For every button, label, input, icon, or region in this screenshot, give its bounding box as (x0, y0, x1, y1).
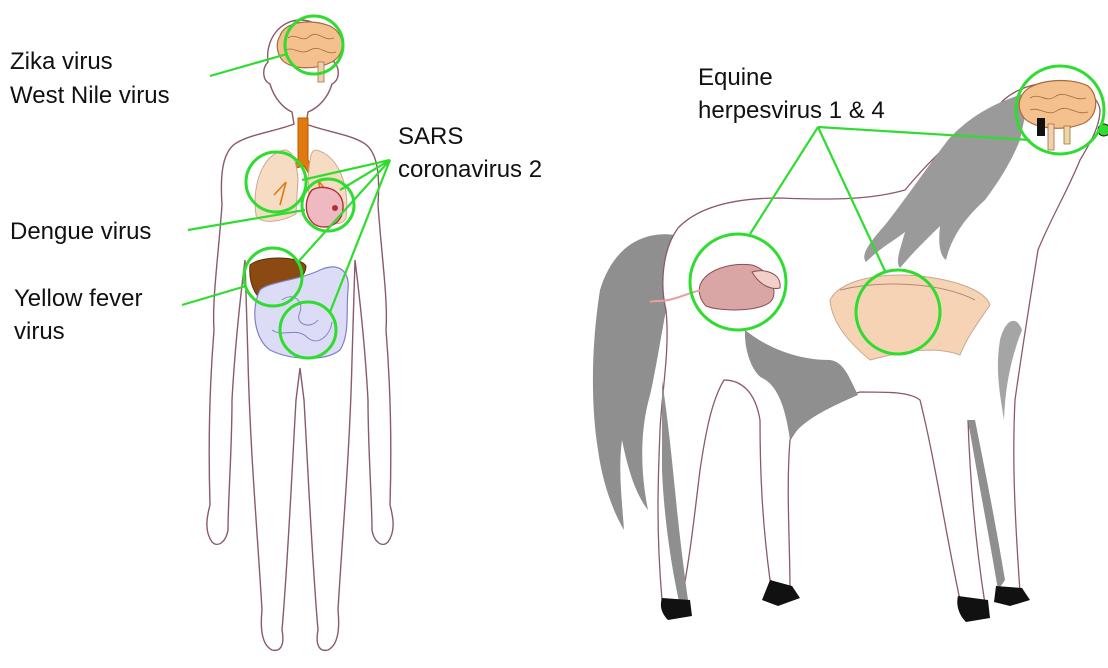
dengue-pointer-line (188, 210, 305, 230)
label-west-nile-virus: West Nile virus (10, 82, 170, 110)
zika-pointer-line (210, 54, 287, 76)
heart-mark (332, 205, 338, 211)
label-yellow-fever-line-2: virus (14, 318, 65, 346)
label-equine-line-2: herpesvirus 1 & 4 (698, 97, 885, 125)
label-sars-line-1: SARS (398, 123, 463, 151)
label-zika-virus: Zika virus (10, 48, 113, 76)
horse-figure (593, 80, 1108, 622)
human-figure (207, 20, 393, 650)
label-yellow-fever-line-1: Yellow fever (14, 285, 143, 313)
horse-hoof-1 (661, 598, 692, 620)
horse-eye-marker (1037, 118, 1045, 136)
sars-pointer-line-2 (340, 160, 390, 190)
label-equine-line-1: Equine (698, 64, 773, 92)
horse-hoof-2 (762, 580, 800, 606)
horse-hoof-3 (957, 596, 990, 622)
label-dengue-virus: Dengue virus (10, 218, 151, 246)
horse-hoof-4 (994, 586, 1030, 606)
label-sars-line-2: coronavirus 2 (398, 156, 542, 184)
